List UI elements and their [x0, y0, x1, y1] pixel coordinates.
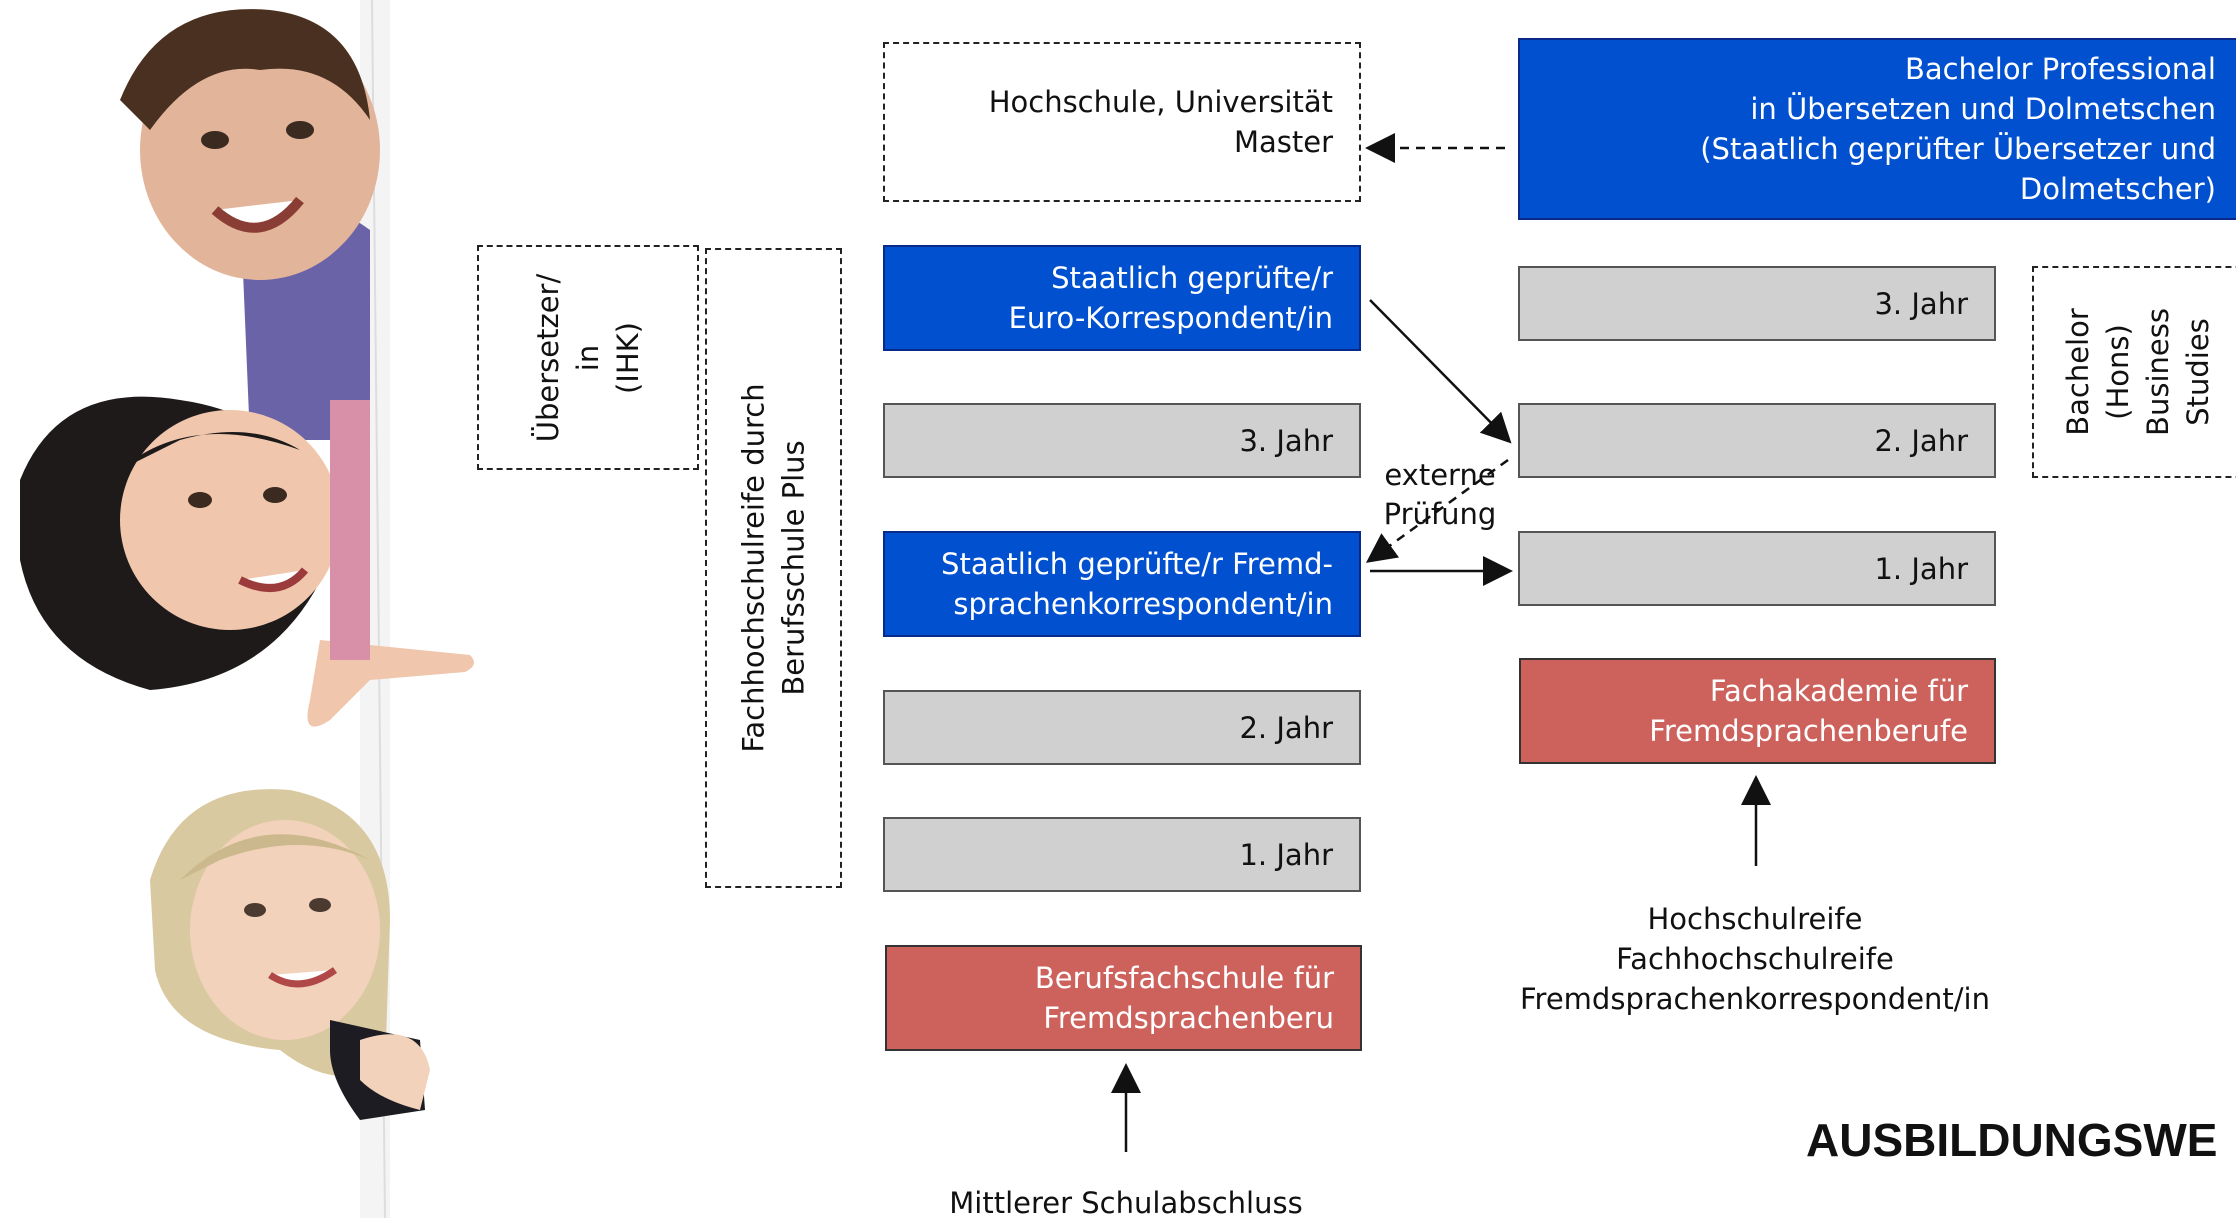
col1-jahr3-box: 3. Jahr [883, 403, 1361, 478]
hochschule-master-box: Hochschule, Universität Master [883, 42, 1361, 202]
hochschule-line-1: Hochschule, Universität [988, 85, 1333, 119]
arrow-euro-to-jahr2 [1369, 299, 1512, 444]
people-photo [0, 0, 480, 1219]
col2-jahr3-box: 3. Jahr [1518, 266, 1996, 341]
col1-jahr1-label: 1. Jahr [1239, 837, 1333, 872]
berufsfachschule-line-2: Fremdsprachenberu [1043, 1001, 1334, 1035]
euro-line-2: Euro-Korrespondent/in [1008, 301, 1333, 335]
fachakademie-line-2: Fremdsprachenberufe [1649, 714, 1968, 748]
fachhochschulreife-box: Fachhochschulreife durch Berufsschule Pl… [705, 248, 842, 888]
col1-jahr2-box: 2. Jahr [883, 690, 1361, 765]
col2-entry-caption: Hochschulreife Fachhochschulreife Fremds… [1500, 899, 2010, 1019]
col1-entry-text: Mittlerer Schulabschluss [949, 1186, 1303, 1220]
col2-entry-line-3: Fremdsprachenkorrespondent/in [1519, 982, 1990, 1016]
bachelor-professional-box: Bachelor Professional in Übersetzen und … [1518, 38, 2236, 220]
berufsfachschule-box: Berufsfachschule für Fremdsprachenberu [885, 945, 1362, 1051]
fachhochschulreife-line-1: Fachhochschulreife durch [736, 383, 771, 753]
arrow-externe-pruefung [1365, 458, 1509, 563]
externe-line-1: externe [1384, 458, 1496, 492]
col2-jahr3-label: 3. Jahr [1874, 286, 1968, 321]
fremd-line-2: sprachenkorrespondent/in [953, 587, 1333, 621]
col1-jahr1-box: 1. Jahr [883, 817, 1361, 892]
col2-jahr2-box: 2. Jahr [1518, 403, 1996, 478]
bachelor-hons-line-1: Bachelor [2060, 308, 2095, 436]
bachelor-hons-line-3: Business [2140, 308, 2175, 436]
blonde-girl-photo [150, 789, 430, 1120]
bachelor-prof-line-3: (Staatlich geprüfter Übersetzer und [1700, 132, 2216, 166]
col1-jahr2-label: 2. Jahr [1239, 710, 1333, 745]
bachelor-hons-line-2: (Hons) [2100, 324, 2135, 420]
col2-entry-line-1: Hochschulreife [1647, 902, 1863, 936]
bachelor-prof-line-1: Bachelor Professional [1904, 52, 2216, 86]
col2-entry-line-2: Fachhochschulreife [1616, 942, 1894, 976]
bachelor-prof-line-4: Dolmetscher) [2019, 172, 2216, 206]
uebersetzer-line-1: Übersetzer/ [530, 273, 565, 442]
berufsfachschule-line-1: Berufsfachschule für [1034, 961, 1334, 995]
uebersetzer-line-2: in [570, 344, 605, 371]
page-title: AUSBILDUNGSWE [1806, 1114, 2218, 1166]
uebersetzer-line-3: (IHK) [610, 321, 645, 394]
col2-jahr1-box: 1. Jahr [1518, 531, 1996, 606]
col1-entry-caption: Mittlerer Schulabschluss [876, 1183, 1376, 1223]
col2-jahr1-label: 1. Jahr [1874, 551, 1968, 586]
fremd-line-1: Staatlich geprüfte/r Fremd- [941, 547, 1333, 581]
bachelor-prof-line-2: in Übersetzen und Dolmetschen [1750, 92, 2216, 126]
fachakademie-line-1: Fachakademie für [1709, 674, 1968, 708]
hochschule-line-2: Master [1233, 125, 1333, 159]
uebersetzer-ihk-box: Übersetzer/ in (IHK) [477, 245, 699, 470]
euro-korrespondent-box: Staatlich geprüfte/r Euro-Korrespondent/… [883, 245, 1361, 351]
externe-line-2: Prüfung [1383, 497, 1497, 531]
fremdsprachenkorrespondent-box: Staatlich geprüfte/r Fremd- sprachenkorr… [883, 531, 1361, 637]
fachakademie-box: Fachakademie für Fremdsprachenberufe [1519, 658, 1996, 764]
bachelor-hons-line-4: Studies [2180, 318, 2215, 426]
bachelor-hons-box: Bachelor (Hons) Business Studies [2032, 266, 2236, 478]
fachhochschulreife-line-2: Berufsschule Plus [776, 440, 811, 696]
col2-jahr2-label: 2. Jahr [1874, 423, 1968, 458]
col1-jahr3-label: 3. Jahr [1239, 423, 1333, 458]
euro-line-1: Staatlich geprüfte/r [1051, 261, 1333, 295]
externe-pruefung-label: externe Prüfung [1380, 456, 1500, 534]
dark-haired-girl-photo [20, 396, 474, 727]
boy-photo [120, 9, 380, 440]
